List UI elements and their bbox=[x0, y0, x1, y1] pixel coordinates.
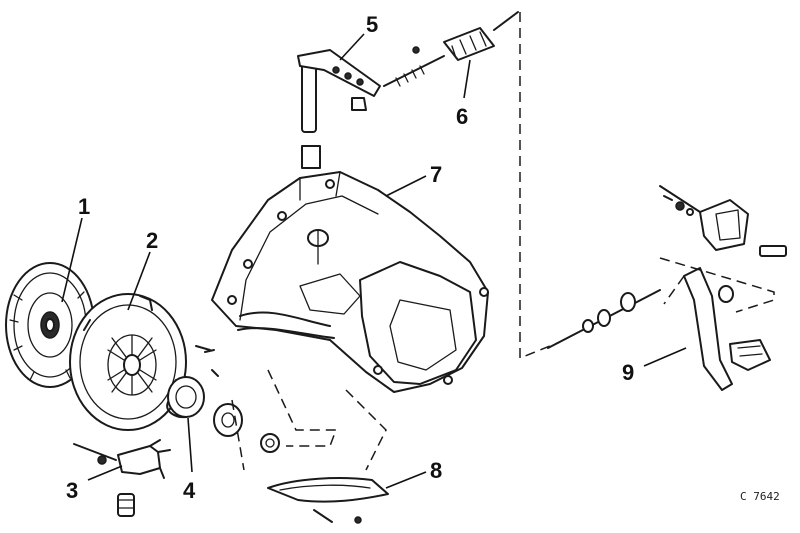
callout-1: 1 bbox=[78, 194, 90, 219]
leader-5 bbox=[339, 33, 365, 61]
callout-5: 5 bbox=[366, 12, 378, 37]
callout-9: 9 bbox=[622, 360, 634, 385]
leader-9 bbox=[643, 347, 687, 367]
leader-1 bbox=[61, 217, 83, 303]
reference-code: C 7642 bbox=[740, 490, 780, 503]
release-bearing bbox=[166, 345, 280, 453]
leader-6 bbox=[463, 59, 471, 99]
release-lever bbox=[297, 49, 381, 169]
cover-plate bbox=[267, 477, 389, 524]
leader-4 bbox=[187, 417, 193, 473]
release-fork bbox=[73, 439, 171, 517]
clutch-cable bbox=[383, 11, 519, 87]
alignment-line-lower bbox=[231, 369, 387, 471]
callout-3: 3 bbox=[66, 478, 78, 503]
callout-4: 4 bbox=[183, 478, 196, 503]
cable-routing-line bbox=[519, 12, 561, 360]
callout-2: 2 bbox=[146, 228, 158, 253]
pressure-plate bbox=[69, 293, 187, 431]
leader-7 bbox=[385, 175, 427, 197]
clutch-pedal bbox=[659, 185, 787, 391]
callout-7: 7 bbox=[430, 162, 442, 187]
callout-8: 8 bbox=[430, 458, 442, 483]
gearbox-housing bbox=[211, 171, 489, 393]
callout-6: 6 bbox=[456, 104, 468, 129]
cable-adjuster bbox=[547, 289, 661, 349]
leader-3 bbox=[87, 465, 123, 481]
leader-8 bbox=[385, 471, 427, 489]
leader-2 bbox=[127, 251, 151, 311]
